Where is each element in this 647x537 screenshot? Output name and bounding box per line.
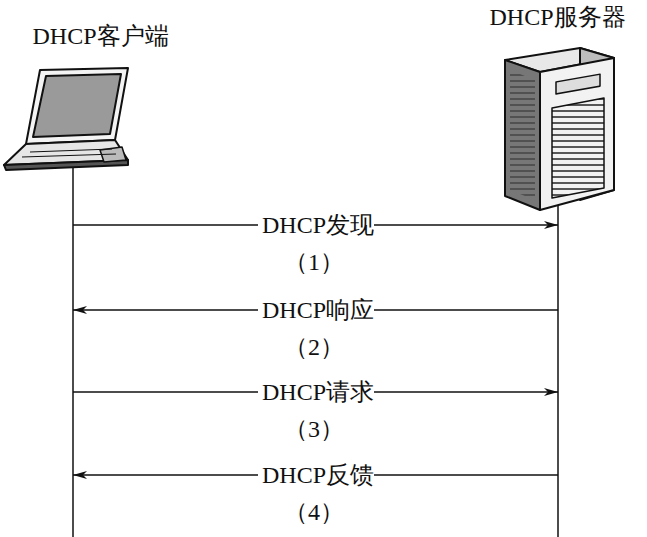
lifeline-head: DHCP客户端 [28,19,173,53]
message-label: DHCP响应 （2） [246,292,386,366]
message-label: DHCP请求 （3） [246,374,386,448]
lifeline-head: DHCP服务器 [485,0,630,34]
message-text: DHCP发现 （1） [258,212,374,275]
laptop-icon [4,68,128,170]
message-label: DHCP反馈 （4） [246,457,386,531]
lifeline [72,165,74,537]
message-text: DHCP请求 （3） [258,379,374,442]
lifeline [557,200,559,537]
node-title: DHCP服务器 [489,2,626,32]
server-icon [505,48,614,210]
message-text: DHCP反馈 （4） [258,462,374,525]
message-label: DHCP发现 （1） [246,207,386,281]
node-title: DHCP客户端 [32,21,169,51]
message-text: DHCP响应 （2） [258,297,374,360]
